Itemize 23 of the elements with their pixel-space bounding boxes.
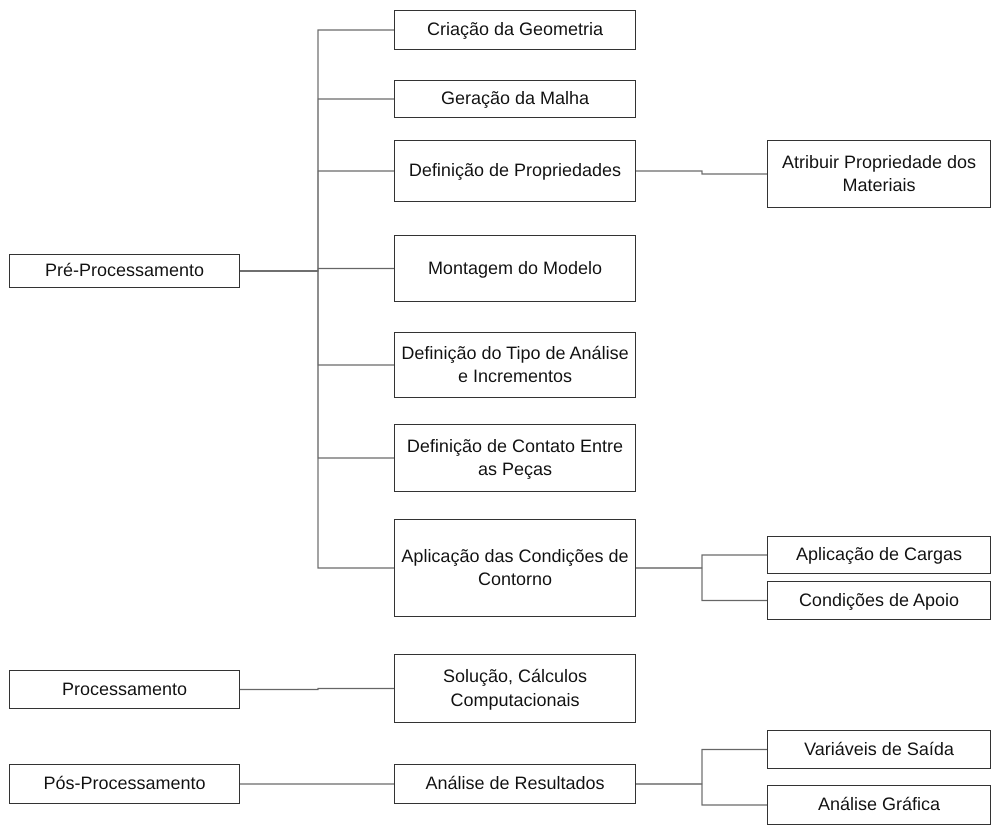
connector-line xyxy=(240,783,394,785)
process-box: Análise de Resultados xyxy=(394,764,636,804)
connector-line xyxy=(636,783,767,806)
process-box: Processamento xyxy=(9,670,240,709)
connector-line xyxy=(636,170,767,175)
process-box: Montagem do Modelo xyxy=(394,235,636,302)
process-box: Definição de Propriedades xyxy=(394,140,636,202)
connector-line xyxy=(636,567,767,602)
process-box: Aplicação das Condições de Contorno xyxy=(394,519,636,617)
connector-line xyxy=(240,688,394,690)
process-box: Criação da Geometria xyxy=(394,10,636,50)
process-box: Condições de Apoio xyxy=(767,581,991,620)
process-box: Solução, Cálculos Computacionais xyxy=(394,654,636,723)
process-box: Pós-Processamento xyxy=(9,764,240,804)
process-box: Definição do Tipo de Análise e Incrementos xyxy=(394,332,636,398)
process-box: Aplicação de Cargas xyxy=(767,536,991,574)
process-box: Análise Gráfica xyxy=(767,785,991,825)
process-box: Definição de Contato Entre as Peças xyxy=(394,424,636,492)
process-box: Variáveis de Saída xyxy=(767,730,991,769)
process-box: Geração da Malha xyxy=(394,80,636,118)
process-box: Atribuir Propriedade dos Materiais xyxy=(767,140,991,208)
process-box: Pré-Processamento xyxy=(9,254,240,288)
connector-line xyxy=(240,270,394,569)
